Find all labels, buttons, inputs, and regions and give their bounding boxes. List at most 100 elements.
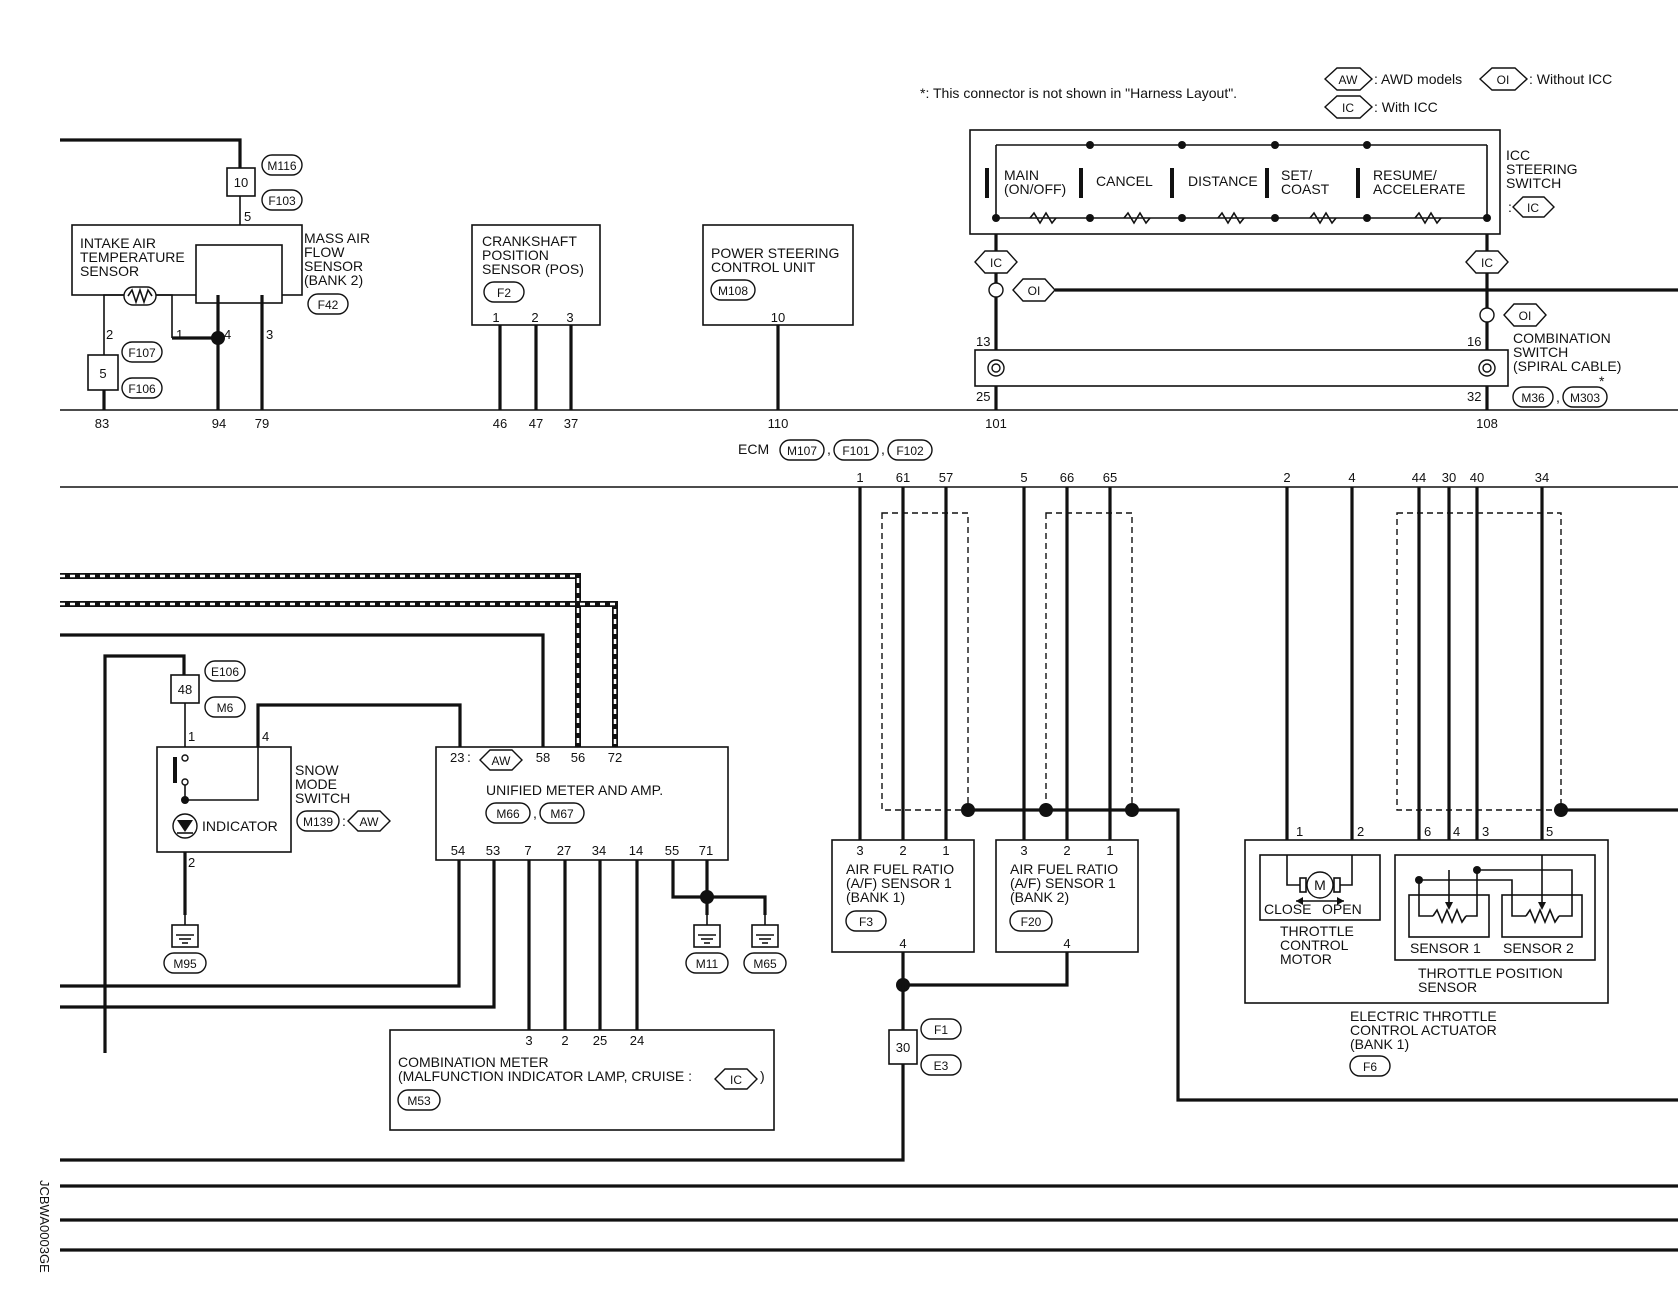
maf-title-4: (BANK 2) [304,272,363,288]
connector-text-m139: M139 [303,815,333,829]
switch-distance-label: DISTANCE [1188,173,1258,189]
ecm-pin-30: 30 [1442,470,1456,485]
icc-title-2: STEERING [1506,161,1578,177]
connector-text-m65: M65 [753,957,777,971]
connector-tag-m107 [779,439,825,461]
indicator-diode-icon [177,820,193,832]
oi-tag-right [1503,303,1547,327]
actuator-title-3: (BANK 1) [1350,1036,1409,1052]
tps-wire-6 [1418,880,1433,917]
meter-title: UNIFIED METER AND AMP. [486,782,663,798]
motor-close-label: CLOSE [1264,901,1311,917]
throttle-pin-2: 2 [1357,824,1364,839]
connector-text-f106: F106 [128,382,156,396]
icc-node-right [1483,214,1491,222]
switch-lever-set [1265,168,1269,198]
connector-text-m11: M11 [696,957,719,971]
snow-internal-2 [185,747,259,801]
legend-note: *: This connector is not shown in "Harne… [920,85,1237,101]
joint-pin-48: 48 [178,682,192,697]
ckp-pin-3: 3 [566,310,573,325]
tps-pin-4: 4 [1453,824,1460,839]
maf-title-1: MASS AIR [304,230,370,246]
drawing-code: JCBWA0003GE [37,1180,52,1273]
connector-tag-m66 [485,802,531,824]
spiral-right-inner [1482,363,1492,373]
meter-pin-34: 34 [592,843,606,858]
af1-pin-1: 1 [942,843,949,858]
ecm-pin-57: 57 [939,470,953,485]
tps-node-3 [1473,866,1481,874]
switch-lever-cancel [1079,168,1083,198]
ic-tag-right [1465,250,1509,274]
iat-label-1: INTAKE AIR [80,235,156,251]
combination-meter-box [389,1029,775,1131]
tps-pin-3: 3 [1482,824,1489,839]
cs-title-2: SWITCH [1513,344,1568,360]
switch-cancel-label: CANCEL [1096,173,1153,189]
joint-pin-5: 5 [99,366,106,381]
connector-tag-f20 [1009,910,1053,932]
icc-title-1: ICC [1506,147,1530,163]
connector-tag-f106 [121,377,163,399]
connector-tag-m53 [397,1089,441,1111]
cs-pin-25: 25 [976,389,990,404]
icc-node-4 [1271,214,1279,222]
connector-tag-m139 [296,810,340,832]
ecm-pin-94: 94 [212,416,226,431]
meter-pin-7: 7 [524,843,531,858]
snow-title-2: MODE [295,776,337,792]
ckp-pin-2: 2 [531,310,538,325]
icc-cond-text: IC [1527,201,1539,215]
snow-title-1: SNOW [295,762,339,778]
ckp-title-2: POSITION [482,247,549,263]
connector-text-f102: F102 [896,444,924,458]
icc-steering-switch-box [969,129,1501,235]
af2-pin-4: 4 [1063,936,1070,951]
connector-tag-e106 [204,660,246,682]
ckp-sensor-box [471,224,601,326]
af1-title-1: AIR FUEL RATIO [846,861,954,877]
connector-text-f107: F107 [128,346,156,360]
switch-cancel-node [1086,141,1094,149]
ecm-pin-4: 4 [1348,470,1355,485]
connector-tag-f107 [121,341,163,363]
oi-node-left [988,282,1004,298]
tps-wire-6-b [1419,879,1526,917]
connector-tag-f102 [887,439,933,461]
wire-meter-55 [671,860,767,915]
motor-brush-right [1333,877,1341,893]
ic-tag-left [974,250,1018,274]
wire-maf-2 [103,294,124,305]
af-sensor-2-box [995,839,1139,953]
ic-tag-right-text: IC [1481,256,1493,270]
cs-pin-16: 16 [1467,334,1481,349]
joint-connector-5 [87,354,119,391]
connector-tag-m95 [163,952,207,974]
wire-snow-4 [256,703,462,747]
tps-sensor-1-label: SENSOR 1 [1410,940,1481,956]
ic-code-text: IC [1342,101,1354,115]
icc-switch-cancel: CANCEL [1079,141,1153,198]
shield-wire-72 [60,601,618,747]
tps-wiper-2-arrow-icon [1538,902,1546,910]
splice-94 [211,331,225,345]
af1-pin-3: 3 [856,843,863,858]
switch-set-label-2: COAST [1281,181,1330,197]
maf-element [195,244,283,304]
motor-open-label: OPEN [1322,901,1362,917]
cs-title-1: COMBINATION [1513,330,1611,346]
cm-pin-3: 3 [525,1033,532,1048]
ecm-pin-108: 108 [1476,416,1498,431]
icc-switch-main: MAIN (ON/OFF) [985,167,1066,198]
ecm-pin-37: 37 [564,416,578,431]
connector-text-m6: M6 [217,701,234,715]
af1-title-2: (A/F) SENSOR 1 [846,875,952,891]
tps-title-2: SENSOR [1418,979,1477,995]
ecm-pin-46: 46 [493,416,507,431]
motor-icon [1306,871,1334,899]
snow-cond-text: AW [360,815,380,829]
tps-wiper-1-arrow-icon [1445,902,1453,910]
icc-node-5 [1363,214,1371,222]
cm-cond-tag [714,1068,758,1090]
